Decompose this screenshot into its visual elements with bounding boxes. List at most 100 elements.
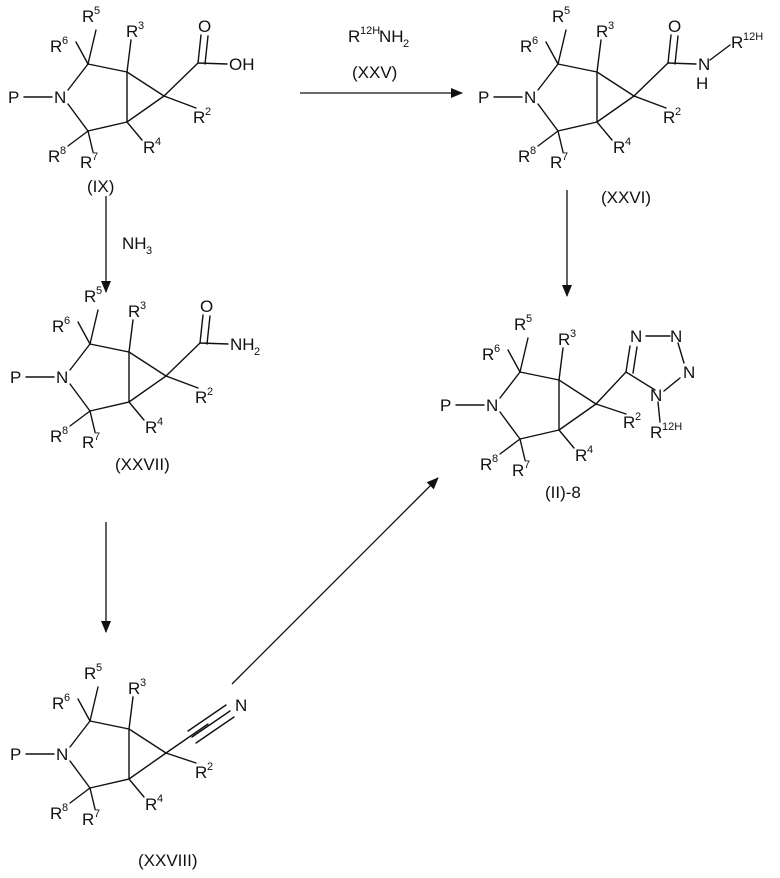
p-atom: P bbox=[10, 368, 21, 387]
arrow-xxviii-to-ii8 bbox=[232, 478, 438, 684]
reagent-xxv-label: (XXV) bbox=[352, 63, 397, 82]
reagent-r: R bbox=[348, 27, 360, 46]
r12h-label: R bbox=[731, 33, 743, 52]
r4-sup: 4 bbox=[587, 444, 593, 456]
r2-sup: 2 bbox=[207, 386, 213, 398]
r5-label: R bbox=[84, 287, 96, 306]
r5-sup: 5 bbox=[96, 662, 102, 674]
r5-sup: 5 bbox=[96, 285, 102, 297]
r6-label: R bbox=[520, 37, 532, 56]
p-atom: P bbox=[8, 88, 19, 107]
r2-label: R bbox=[663, 108, 675, 127]
r6-sup: 6 bbox=[532, 35, 538, 47]
r8-label: R bbox=[50, 804, 62, 823]
compound-ix-label: (IX) bbox=[87, 177, 114, 196]
r4-sup: 4 bbox=[625, 136, 631, 148]
tetrazole-n4: N bbox=[630, 327, 642, 346]
tetrazole-n3: N bbox=[670, 327, 682, 346]
r4-label: R bbox=[575, 446, 587, 465]
r8-sup: 8 bbox=[60, 145, 66, 157]
r5-label: R bbox=[514, 315, 526, 334]
o-atom: O bbox=[200, 297, 213, 316]
r7-sup: 7 bbox=[94, 431, 100, 443]
p-atom: P bbox=[10, 745, 21, 764]
reagent-r-sup: 12H bbox=[360, 25, 380, 37]
r8-label: R bbox=[50, 427, 62, 446]
r6-label: R bbox=[482, 345, 494, 364]
r5-label: R bbox=[84, 664, 96, 683]
r12h-sup: 12H bbox=[662, 421, 682, 433]
o-atom: O bbox=[668, 17, 681, 36]
r7-label: R bbox=[512, 461, 524, 480]
r8-label: R bbox=[518, 147, 530, 166]
r7-label: R bbox=[80, 153, 92, 172]
r4-sup: 4 bbox=[155, 136, 161, 148]
amide-n-atom: N bbox=[698, 55, 710, 74]
r5-sup: 5 bbox=[564, 5, 570, 17]
r5-sup: 5 bbox=[94, 5, 100, 17]
r3-sup: 3 bbox=[138, 20, 144, 32]
compound-ix: P N O OH R6 R5 R3 R2 R4 R8 R7 (IX) bbox=[8, 5, 255, 196]
r4-label: R bbox=[145, 795, 157, 814]
n-atom: N bbox=[56, 745, 68, 764]
r7-sup: 7 bbox=[562, 151, 568, 163]
r6-sup: 6 bbox=[494, 343, 500, 355]
r6-label: R bbox=[52, 694, 64, 713]
r4-sup: 4 bbox=[157, 793, 163, 805]
r3-sup: 3 bbox=[140, 300, 146, 312]
r8-sup: 8 bbox=[62, 802, 68, 814]
r8-sup: 8 bbox=[62, 425, 68, 437]
n-atom: N bbox=[54, 88, 66, 107]
r6-label: R bbox=[50, 37, 62, 56]
n-atom: N bbox=[56, 368, 68, 387]
compound-xxvi: P N O N H R12H R6 R5 R3 R2 R4 R8 R7 (XXV… bbox=[478, 5, 763, 207]
compound-xxviii-label: (XXVIII) bbox=[138, 851, 198, 870]
r3-label: R bbox=[126, 22, 138, 41]
r7-label: R bbox=[82, 810, 94, 829]
r2-sup: 2 bbox=[675, 106, 681, 118]
r12h-label: R bbox=[650, 423, 662, 442]
amide-h-atom: H bbox=[696, 74, 708, 93]
reagent-nh3-sub: 3 bbox=[146, 245, 152, 257]
compound-ii-8: P N N N N N R12H R6 R5 R3 R2 R4 bbox=[440, 313, 695, 502]
oh-group: OH bbox=[229, 55, 255, 74]
tetrazole-n1: N bbox=[650, 386, 662, 405]
r4-label: R bbox=[145, 418, 157, 437]
n-atom: N bbox=[524, 88, 536, 107]
r8-label: R bbox=[48, 147, 60, 166]
reagent-nh-sub: 2 bbox=[403, 38, 409, 50]
r2-label: R bbox=[193, 108, 205, 127]
r2-sup: 2 bbox=[635, 411, 641, 423]
r3-sup: 3 bbox=[140, 677, 146, 689]
r5-sup: 5 bbox=[526, 313, 532, 325]
r7-sup: 7 bbox=[94, 808, 100, 820]
compound-xxvi-label: (XXVI) bbox=[601, 188, 651, 207]
r3-sup: 3 bbox=[608, 20, 614, 32]
r3-label: R bbox=[128, 679, 140, 698]
n-atom: N bbox=[486, 396, 498, 415]
r8-sup: 8 bbox=[530, 145, 536, 157]
reagent-r12h-nh2: R 12H NH 2 (XXV) bbox=[348, 25, 409, 82]
r2-label: R bbox=[623, 413, 635, 432]
nh2-sub: 2 bbox=[254, 346, 260, 358]
r3-label: R bbox=[596, 22, 608, 41]
r8-sup: 8 bbox=[492, 453, 498, 465]
r5-label: R bbox=[82, 7, 94, 26]
r2-label: R bbox=[195, 763, 207, 782]
r6-label: R bbox=[52, 317, 64, 336]
r2-sup: 2 bbox=[207, 761, 213, 773]
compound-xxvii-label: (XXVII) bbox=[115, 455, 170, 474]
r8-label: R bbox=[480, 455, 492, 474]
r7-sup: 7 bbox=[92, 151, 98, 163]
r3-label: R bbox=[128, 302, 140, 321]
reagent-nh: NH bbox=[379, 27, 404, 46]
compound-ii-8-label: (II)-8 bbox=[545, 483, 581, 502]
nitrile-n-atom: N bbox=[235, 696, 247, 715]
r7-label: R bbox=[82, 433, 94, 452]
p-atom: P bbox=[478, 88, 489, 107]
compound-xxvii: P N O NH 2 R6 R5 R3 R2 R4 R8 R7 (XXVII) bbox=[10, 285, 260, 474]
r6-sup: 6 bbox=[64, 692, 70, 704]
r4-label: R bbox=[143, 138, 155, 157]
r7-label: R bbox=[550, 153, 562, 172]
r4-label: R bbox=[613, 138, 625, 157]
